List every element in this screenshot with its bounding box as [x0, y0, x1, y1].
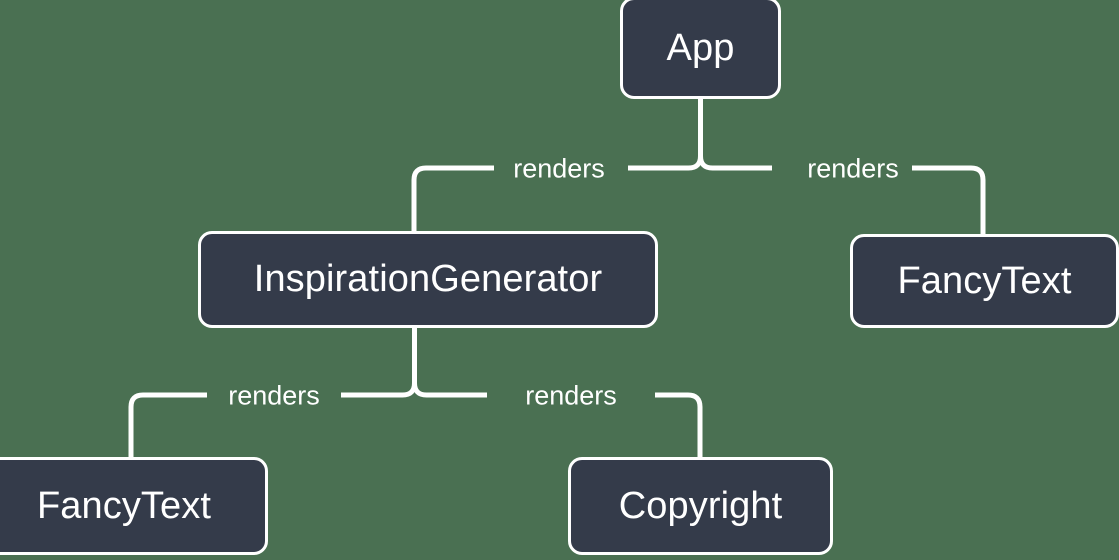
node-copyright-label: Copyright — [618, 484, 783, 527]
edge-label-app-to-fancytext-right: renders — [807, 153, 899, 184]
node-inspiration-generator[interactable]: InspirationGenerator — [198, 231, 658, 328]
node-app-label: App — [666, 26, 735, 69]
edge-label-inspiration-to-copyright: renders — [525, 380, 617, 411]
edge-label-app-to-inspiration: renders — [513, 153, 605, 184]
edge-inspiration-to-fancytext-bottom — [128, 392, 207, 457]
node-fancy-text-right-label: FancyText — [897, 259, 1072, 302]
edge-inspiration-junction-left — [341, 382, 417, 398]
node-inspiration-generator-label: InspirationGenerator — [253, 258, 603, 300]
edge-app-junction-right — [698, 155, 772, 171]
node-fancy-text-right[interactable]: FancyText — [850, 234, 1119, 328]
node-fancy-text-bottom-left[interactable]: FancyText — [0, 457, 268, 555]
edge-label-inspiration-to-fancytext-bottom: renders — [228, 380, 320, 411]
node-copyright[interactable]: Copyright — [568, 457, 833, 555]
node-fancy-text-bottom-left-label: FancyText — [36, 484, 212, 527]
edge-app-to-fancytext-right — [912, 165, 986, 234]
edge-app-junction-left — [628, 155, 703, 171]
edge-app-to-inspiration — [411, 165, 494, 231]
edge-inspiration-junction-right — [412, 382, 487, 398]
edge-inspiration-to-copyright — [655, 392, 703, 457]
node-app[interactable]: App — [620, 0, 781, 99]
